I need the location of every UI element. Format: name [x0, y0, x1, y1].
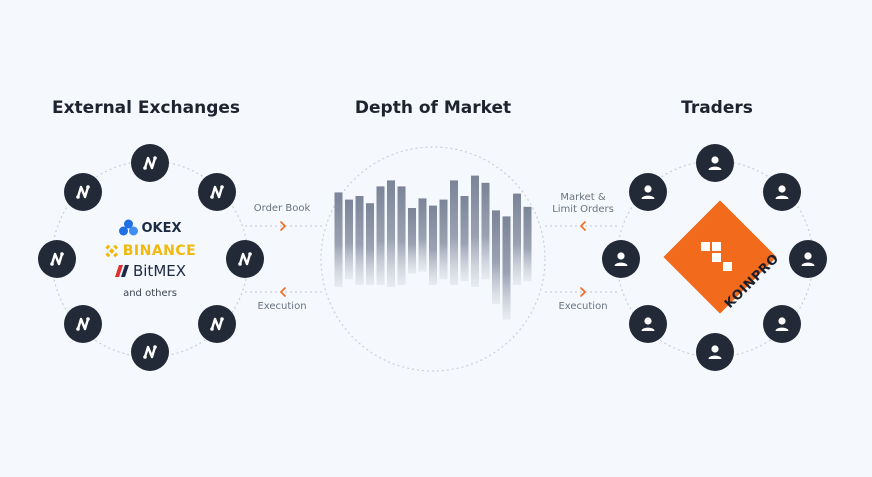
other-exchanges-label: and others	[123, 288, 177, 299]
koinpro-logo: KOINPRO	[663, 200, 782, 314]
koinpro-mark-icon	[701, 242, 732, 271]
binance-icon	[105, 244, 119, 258]
depth-bar	[397, 186, 406, 285]
depth-bar	[387, 180, 395, 287]
chevron-left-icon	[580, 221, 586, 231]
execution-right-label: Execution	[558, 301, 608, 312]
trader-node-bottom	[696, 333, 734, 371]
bitmex-logo: BitMEX	[114, 262, 186, 280]
trader-node-bottom-right	[763, 305, 801, 343]
trader-node-left	[602, 240, 640, 278]
exchange-node-top-right	[198, 173, 236, 211]
depth-bar	[460, 196, 469, 282]
depth-of-market-title: Depth of Market	[354, 98, 512, 118]
user-icon	[641, 317, 655, 331]
depth-bar	[471, 175, 479, 287]
exchange-link-icon	[238, 252, 252, 266]
user-icon	[614, 252, 628, 266]
trader-node-right	[789, 240, 827, 278]
chevron-left-icon	[280, 287, 286, 297]
exchange-node-bottom	[131, 333, 169, 371]
depth-bar	[366, 203, 374, 285]
depth-bar	[513, 193, 521, 285]
trader-node-top-left	[629, 173, 667, 211]
exchange-node-top	[131, 144, 169, 182]
user-icon	[708, 156, 722, 170]
exchange-link-icon	[76, 185, 90, 199]
market-ring	[320, 146, 546, 372]
depth-bar	[376, 186, 385, 285]
exchange-link-icon	[210, 185, 224, 199]
external-exchanges-title: External Exchanges	[51, 98, 241, 118]
order-book-label: Order Book	[253, 203, 311, 214]
depth-bar	[355, 196, 364, 285]
binance-logo: BINANCE	[104, 243, 197, 259]
depth-bar	[334, 192, 343, 287]
user-icon	[641, 185, 655, 199]
trader-node-top	[696, 144, 734, 182]
execution-left-label: Execution	[257, 301, 307, 312]
bitmex-label: BitMEX	[132, 262, 187, 280]
user-icon	[775, 317, 789, 331]
user-icon	[708, 345, 722, 359]
exchange-node-right	[226, 240, 264, 278]
bitmex-icon	[114, 265, 129, 277]
exchange-node-bottom-left	[64, 305, 102, 343]
trader-node-bottom-left	[629, 305, 667, 343]
user-icon	[801, 252, 815, 266]
depth-bar	[481, 182, 490, 280]
exchange-node-left	[38, 240, 76, 278]
exchange-node-bottom-right	[198, 305, 236, 343]
depth-bar	[408, 208, 416, 274]
okex-icon	[118, 219, 138, 236]
depth-bar	[429, 205, 437, 285]
exchange-node-top-left	[64, 173, 102, 211]
trader-node-top-right	[763, 173, 801, 211]
depth-bar	[439, 199, 448, 280]
exchange-link-icon	[143, 345, 157, 359]
okex-logo: OKEX	[118, 219, 182, 237]
depth-bar	[450, 180, 458, 285]
exchange-link-icon	[76, 317, 90, 331]
depth-bar	[502, 216, 511, 320]
binance-label: BINANCE	[122, 243, 197, 259]
depth-bar	[492, 210, 500, 305]
exchange-link-icon	[143, 156, 157, 170]
okex-label: OKEX	[141, 220, 182, 236]
market-limit-line2: Limit Orders	[552, 204, 614, 215]
exchange-link-icon	[210, 317, 224, 331]
market-limit-orders-label: Market & Limit Orders	[552, 192, 614, 216]
market-limit-line1: Market &	[560, 192, 606, 203]
depth-bar	[418, 198, 427, 272]
depth-bar	[345, 199, 353, 280]
traders-title: Traders	[681, 98, 753, 118]
user-icon	[775, 185, 789, 199]
chevron-right-icon	[280, 221, 286, 231]
chevron-right-icon	[580, 287, 586, 297]
depth-bar	[523, 206, 532, 282]
exchange-link-icon	[50, 252, 64, 266]
